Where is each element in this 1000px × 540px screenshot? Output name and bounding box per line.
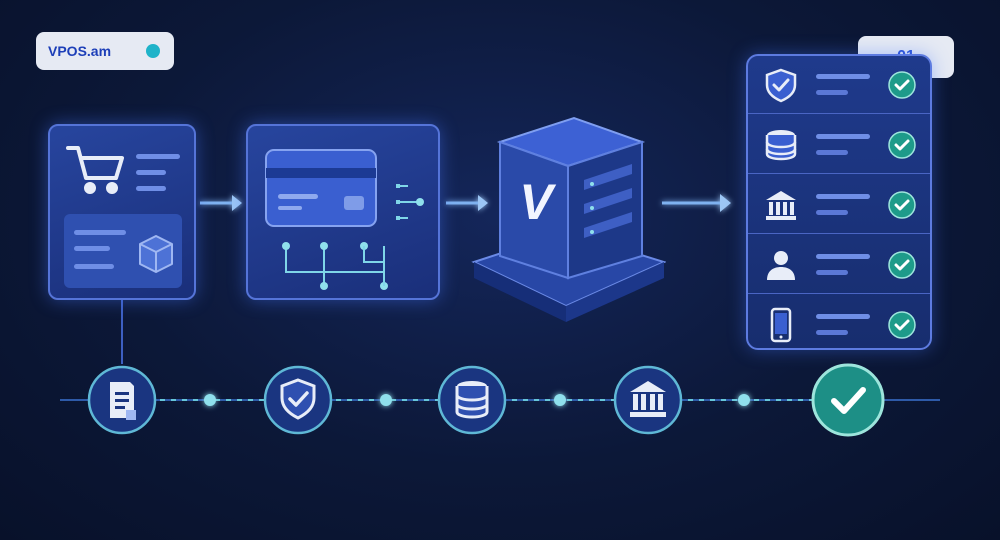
stack-row-security <box>748 56 930 114</box>
timeline-node-receipt <box>87 365 157 435</box>
check-circle-icon <box>888 251 916 279</box>
bank-icon <box>766 191 796 220</box>
shield-icon <box>765 68 797 103</box>
credit-card-icon <box>265 149 377 227</box>
check-circle-icon <box>888 311 916 339</box>
check-icon <box>831 387 866 414</box>
stack-row-bank <box>748 176 930 234</box>
check-circle-icon <box>888 191 916 219</box>
check-circle-icon <box>888 71 916 99</box>
timeline-node-security <box>263 365 333 435</box>
mobile-icon <box>770 307 792 343</box>
arrow-2-icon <box>446 195 488 211</box>
bank-icon <box>630 381 666 417</box>
box-icon <box>139 235 173 273</box>
card-circuit <box>285 246 385 286</box>
cart-text-lines <box>136 154 180 191</box>
stack-row-user <box>748 236 930 294</box>
arrow-3-icon <box>662 194 731 212</box>
brand-dot-icon <box>146 44 160 58</box>
check-circle-icon <box>888 131 916 159</box>
stack-row-database <box>748 116 930 174</box>
timeline-node-bank <box>613 365 683 435</box>
shopping-cart-icon <box>66 146 124 194</box>
v-server-icon <box>471 116 666 322</box>
shield-icon <box>280 378 316 420</box>
card-side-dots <box>396 184 400 220</box>
brand-name: VPOS.am <box>48 43 112 59</box>
brand-badge: VPOS.am <box>36 32 174 70</box>
timeline-dot-2 <box>380 394 392 406</box>
server-logo: V <box>519 174 553 230</box>
database-icon <box>765 130 797 161</box>
timeline-dot-4 <box>738 394 750 406</box>
receipt-icon <box>110 382 136 420</box>
card-panel <box>246 124 440 300</box>
verification-stack <box>746 54 932 350</box>
timeline-node-complete <box>811 363 885 437</box>
timeline-node-database <box>437 365 507 435</box>
stack-row-mobile <box>748 296 930 348</box>
user-icon <box>767 251 795 280</box>
cart-panel <box>48 124 196 300</box>
timeline-dot-1 <box>204 394 216 406</box>
arrow-1-icon <box>200 195 242 211</box>
timeline-dot-3 <box>554 394 566 406</box>
database-icon <box>455 381 489 419</box>
